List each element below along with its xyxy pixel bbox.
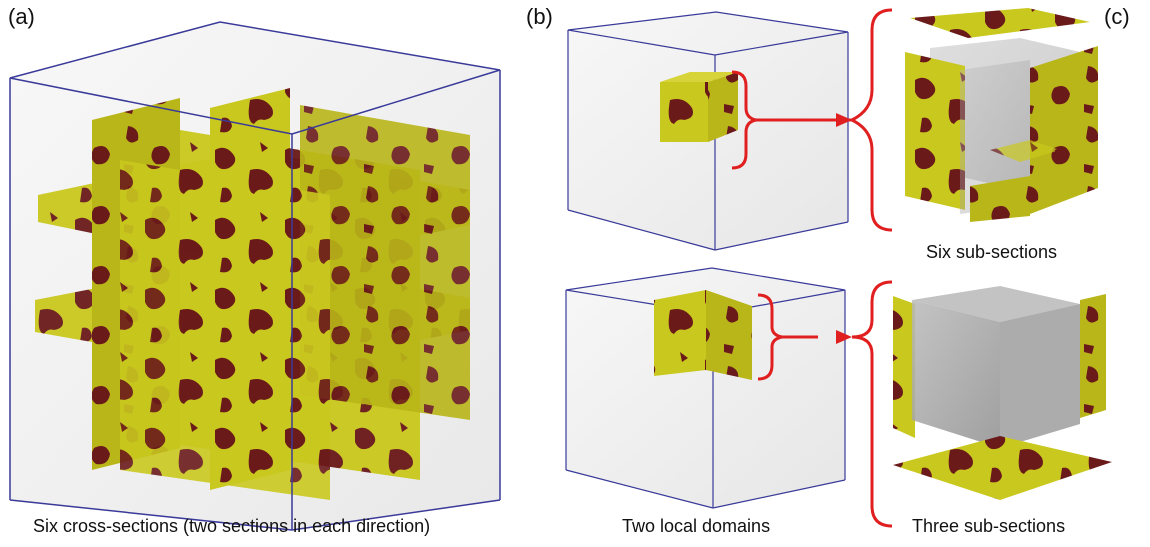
panel-label-b: (b) <box>526 4 553 29</box>
local-domain-top <box>660 72 738 142</box>
panel-c-bottom-subsections <box>893 286 1112 500</box>
panel-label-c: (c) <box>1104 4 1130 29</box>
panel-b-bottom-cube <box>565 267 846 509</box>
arrowhead-top <box>836 113 852 127</box>
panel-a-cube <box>9 21 501 531</box>
caption-a: Six cross-sections (two sections in each… <box>33 516 431 536</box>
local-domain-bottom <box>654 290 752 380</box>
caption-c-bottom: Three sub-sections <box>912 516 1066 536</box>
arrowhead-bottom <box>836 330 852 344</box>
panel-b-top-cube <box>567 11 849 251</box>
caption-b: Two local domains <box>622 516 771 536</box>
panel-label-a: (a) <box>8 4 35 29</box>
panel-c-top-subsections <box>905 8 1098 222</box>
caption-c-top: Six sub-sections <box>926 242 1058 262</box>
